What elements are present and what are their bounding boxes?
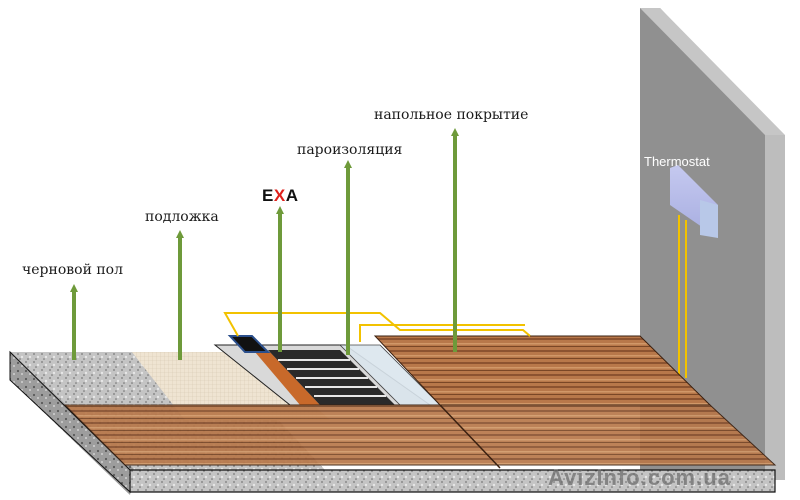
label-floor-covering: напольное покрытие [374,107,529,123]
wall [640,8,785,480]
connector-clamp [227,335,271,353]
label-vapor-barrier: пароизоляция [297,142,403,158]
floor-covering-front [63,404,777,466]
label-thermostat: Thermostat [644,154,710,169]
watermark: AvizInfo.com.ua [548,465,731,490]
brand-letter-x: X [273,186,286,205]
underlay-layer [132,352,330,420]
thermostat-device [670,165,718,378]
plank-divider [439,404,501,469]
heating-bars [268,350,395,405]
copper-strip [255,352,320,405]
brand-letter-a: A [285,186,299,205]
brand-letter-e: E [262,186,274,205]
arrow-heads [70,128,459,292]
label-subfloor: черновой пол [22,262,124,278]
pointer-arrows [72,134,457,360]
label-heating-film-brand: EXA [262,186,298,206]
label-underlay: подложка [145,209,219,225]
heating-wires [223,312,531,342]
